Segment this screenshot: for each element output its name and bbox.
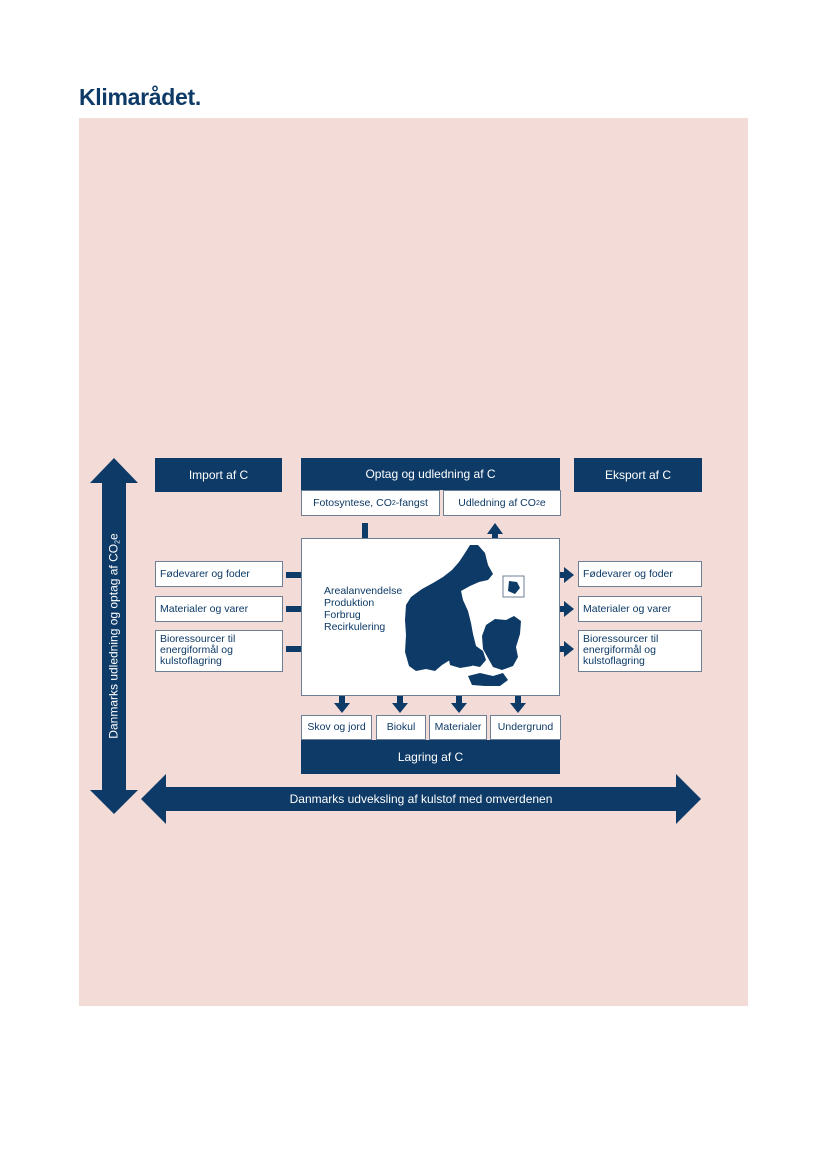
import-item-food: Fødevarer og foder — [155, 561, 283, 587]
storage-title: Lagring af C — [301, 740, 560, 774]
horizontal-double-arrow — [141, 774, 701, 824]
storage-item-materials: Materialer — [429, 715, 487, 740]
arrow-export-1 — [548, 567, 574, 583]
vertical-double-arrow — [90, 458, 138, 814]
center-item: Forbrug — [324, 609, 361, 621]
arrow-export-3 — [548, 641, 574, 657]
horizontal-axis-label: Danmarks udveksling af kulstof med omver… — [289, 792, 553, 806]
center-item: Recirkulering — [324, 621, 386, 633]
import-item-materials: Materialer og varer — [155, 596, 283, 622]
storage-item-underground: Undergrund — [490, 715, 561, 740]
import-title: Import af C — [155, 458, 282, 492]
storage-item-biochar: Biokul — [376, 715, 426, 740]
export-item-food: Fødevarer og foder — [578, 561, 702, 587]
center-item: Produktion — [324, 597, 375, 609]
storage-item-forest-soil: Skov og jord — [301, 715, 372, 740]
vertical-axis-label: Danmarks udledning og optag af CO2e — [106, 533, 122, 739]
arrow-emission-up — [487, 523, 503, 550]
center-list: Arealanvendelse Produktion Forbrug Recir… — [324, 585, 402, 633]
arrow-storage-1 — [334, 688, 350, 713]
arrow-export-2 — [548, 601, 574, 617]
arrow-storage-2 — [392, 688, 408, 713]
arrow-storage-3 — [451, 688, 467, 713]
arrow-storage-4 — [510, 688, 526, 713]
export-item-bioresources: Bioressourcer til energiformål og kulsto… — [578, 630, 702, 672]
import-item-bioresources: Bioressourcer til energiformål og kulsto… — [155, 630, 283, 672]
export-title: Eksport af C — [574, 458, 702, 492]
klimaraadet-logo: Klimarådet. — [79, 84, 201, 110]
denmark-box: Arealanvendelse Produktion Forbrug Recir… — [301, 538, 560, 696]
denmark-map — [405, 545, 525, 686]
center-item: Arealanvendelse — [324, 585, 403, 597]
flux-title: Optag og udledning af C — [301, 458, 560, 490]
export-item-materials: Materialer og varer — [578, 596, 702, 622]
